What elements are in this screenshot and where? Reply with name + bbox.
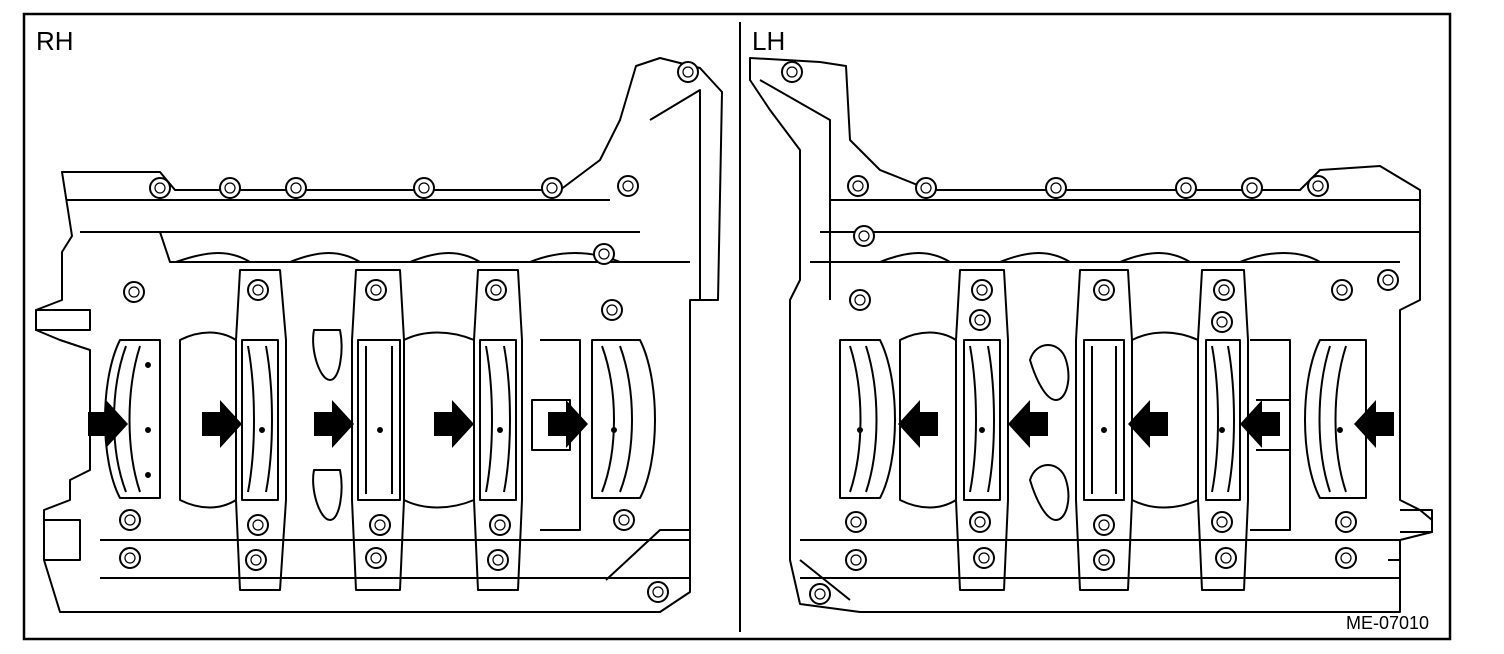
lh-arrow-1	[898, 400, 938, 448]
rh-oil-passage-1	[312, 329, 343, 381]
rh-arrow-3	[314, 400, 354, 448]
rh-upper-rail	[175, 252, 621, 263]
lh-top-flange	[810, 199, 1420, 263]
rh-lower-rail	[100, 539, 690, 579]
rh-bearing-3	[357, 339, 401, 501]
rh-panel-label: RH	[36, 26, 74, 56]
lh-arrows	[898, 400, 1394, 448]
rh-bore-2	[403, 331, 475, 509]
lh-oil-passage-1	[1029, 344, 1070, 401]
lh-lower-rail	[800, 539, 1400, 579]
rh-right-flange	[605, 89, 701, 581]
rh-arrow-4	[434, 400, 474, 448]
lh-left-flange	[759, 79, 851, 601]
rh-bearing-1	[104, 339, 161, 499]
figure-code-label: ME-07010	[1346, 613, 1430, 633]
lh-right-boss	[1388, 509, 1433, 561]
rh-bearing-4	[479, 339, 517, 501]
rh-side-boss	[531, 339, 581, 531]
lh-arrow-5	[1354, 400, 1394, 448]
rh-top-flange	[66, 199, 690, 263]
lh-bearing-4	[1205, 339, 1241, 501]
lh-upper-rail	[879, 252, 1321, 263]
lh-engine-block	[749, 57, 1433, 613]
lh-arrow-2	[1008, 400, 1048, 448]
lh-bearing-2	[963, 339, 1001, 501]
rh-cap-tower-3	[351, 269, 405, 591]
lh-side-boss	[1250, 339, 1291, 531]
lh-bearing-3	[1083, 339, 1125, 501]
rh-arrow-1	[88, 400, 128, 448]
lh-bearing-5	[1304, 339, 1367, 499]
rh-arrows	[88, 400, 588, 448]
lh-oil-passage-2	[1029, 464, 1070, 521]
rh-engine-block	[35, 57, 723, 613]
figure-frame	[22, 12, 1452, 641]
rh-bearing-5	[591, 339, 656, 499]
rh-arrow-5	[548, 400, 588, 448]
rh-bore-1	[179, 331, 237, 509]
rh-left-boss	[35, 309, 91, 561]
lh-arrow-4	[1240, 400, 1280, 448]
lh-bore-1	[899, 331, 957, 509]
rh-bearing-2	[241, 339, 279, 501]
rh-oil-passage-2	[312, 469, 343, 521]
rh-arrow-2	[202, 400, 242, 448]
lh-bore-2	[1131, 331, 1199, 509]
lh-arrow-3	[1128, 400, 1168, 448]
lh-bearing-1	[839, 339, 896, 499]
lh-panel-label: LH	[752, 26, 786, 56]
lh-cap-tower-3	[1075, 269, 1133, 591]
